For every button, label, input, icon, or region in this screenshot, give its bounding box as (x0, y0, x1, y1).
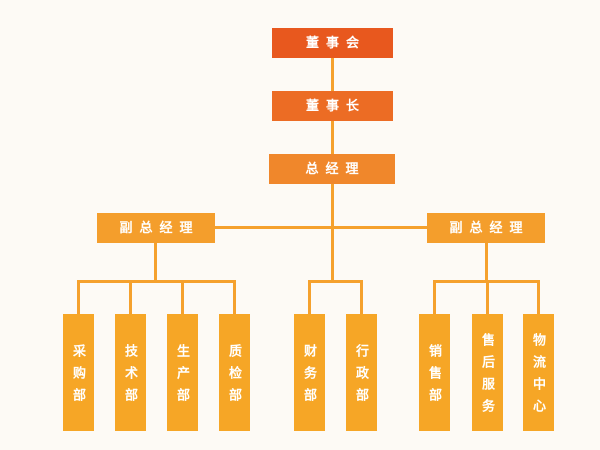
connector-drop-production (181, 280, 184, 314)
connector-board-chairman (331, 58, 334, 91)
connector-drop-admin (360, 280, 363, 314)
connector-gm-trunk (331, 184, 334, 283)
connector-drop-procurement (77, 280, 80, 314)
connector-chairman-gm (331, 121, 334, 154)
node-chairman: 董事长 (272, 91, 393, 121)
connector-deputies-horizontal (215, 226, 427, 229)
node-dept-technology: 技术部 (115, 314, 146, 431)
connector-drop-aftersales (486, 280, 489, 314)
node-dept-admin: 行政部 (346, 314, 377, 431)
connector-drop-logistics (537, 280, 540, 314)
node-dept-production: 生产部 (167, 314, 198, 431)
connector-left-group-horizontal (77, 280, 236, 283)
node-deputy-gm-left: 副总经理 (97, 213, 215, 243)
connector-deputy-left-drop (154, 243, 157, 283)
node-deputy-gm-right: 副总经理 (427, 213, 545, 243)
connector-drop-sales (433, 280, 436, 314)
node-general-manager: 总经理 (269, 154, 395, 184)
node-dept-finance: 财务部 (294, 314, 325, 431)
node-board-of-directors: 董事会 (272, 28, 393, 58)
connector-drop-finance (308, 280, 311, 314)
connector-drop-quality (233, 280, 236, 314)
node-dept-sales: 销售部 (419, 314, 450, 431)
node-dept-quality: 质检部 (219, 314, 250, 431)
node-dept-logistics: 物流中心 (523, 314, 554, 431)
connector-deputy-right-drop (485, 243, 488, 283)
node-dept-aftersales: 售后服务 (472, 314, 503, 431)
connector-middle-group-horizontal (308, 280, 363, 283)
connector-drop-technology (129, 280, 132, 314)
node-dept-procurement: 采购部 (63, 314, 94, 431)
